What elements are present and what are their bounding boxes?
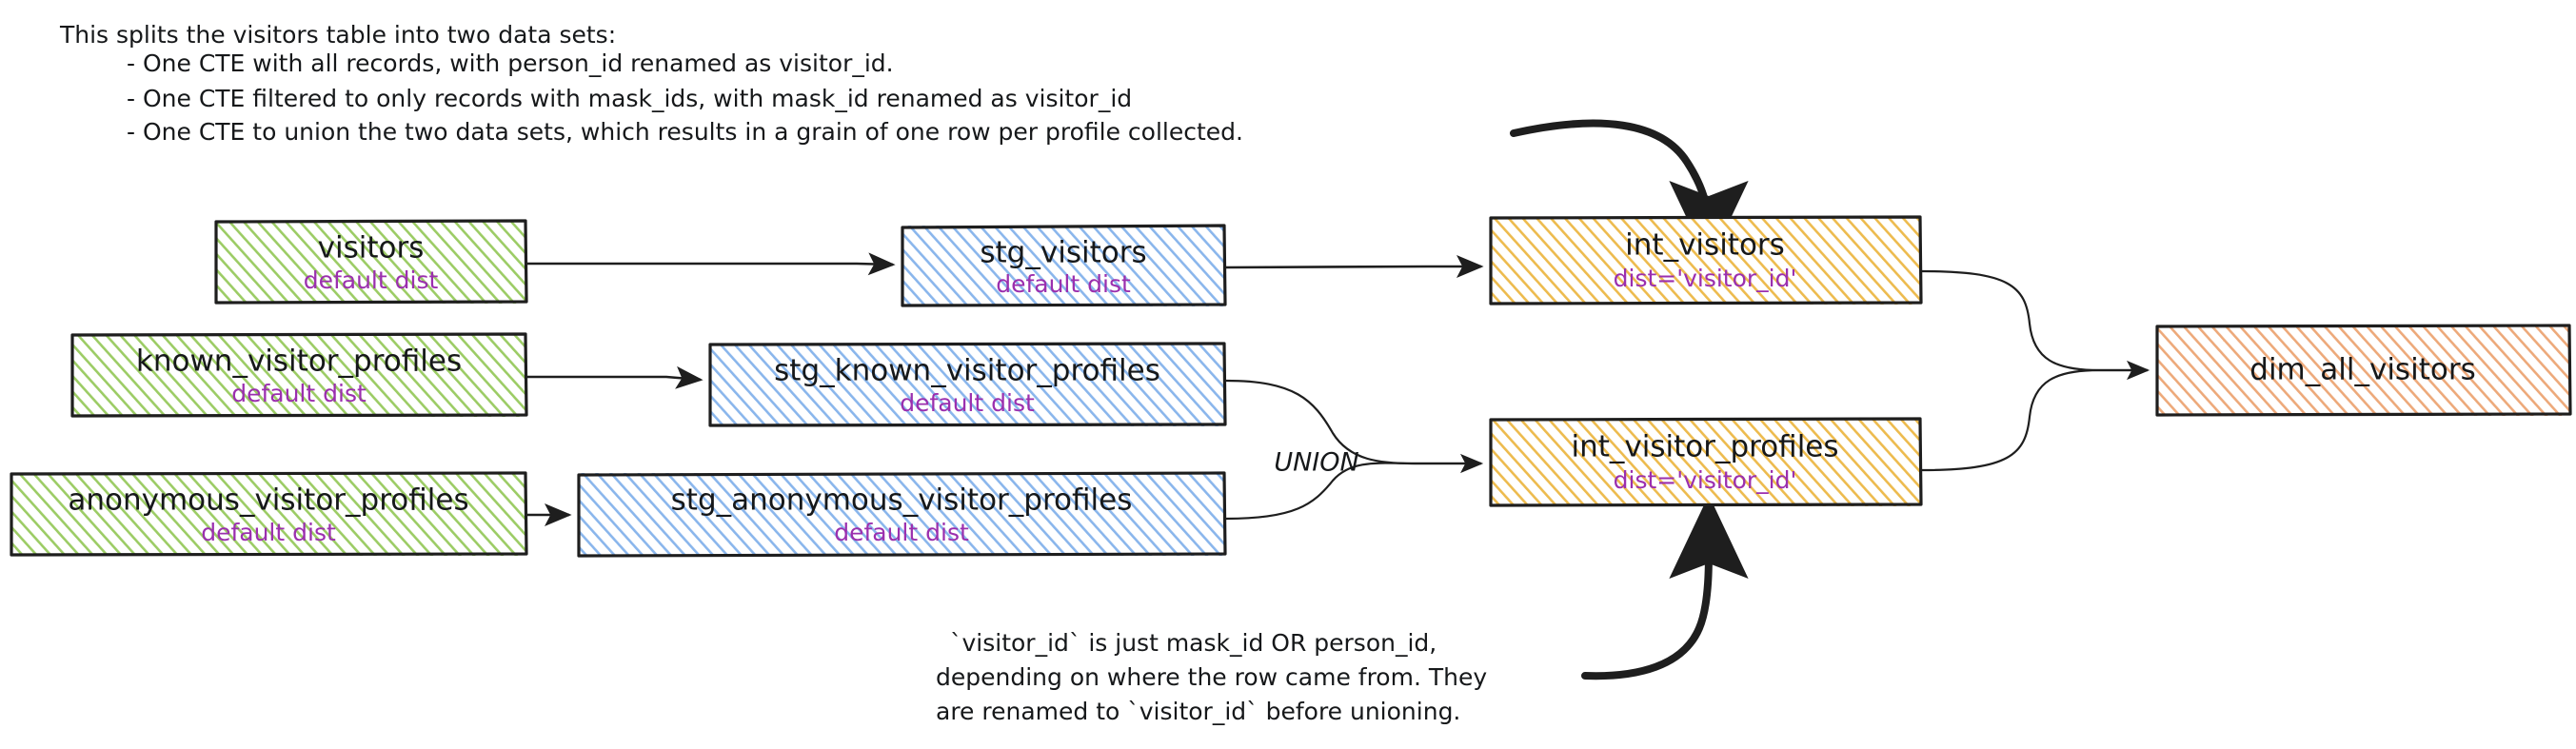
- node-visitors-title: visitors: [318, 231, 425, 266]
- node-stg-visitors-dist: default dist: [996, 270, 1131, 298]
- node-int-visitors-dist: dist='visitor_id': [1614, 265, 1797, 292]
- edge-visitors-to-stg-visitors: [527, 252, 896, 276]
- header-note: This splits the visitors table into two …: [59, 21, 1243, 146]
- edge-stg-anonymous-to-int-visitor-profiles: [1225, 462, 1481, 521]
- footer-note-line-2: depending on where the row came from. Th…: [936, 663, 1487, 691]
- node-visitors-dist: default dist: [304, 266, 439, 294]
- footer-note-line-3: are renamed to `visitor_id` before union…: [936, 698, 1460, 725]
- node-int-visitor-profiles-dist: dist='visitor_id': [1614, 466, 1797, 494]
- node-int-visitor-profiles-title: int_visitor_profiles: [1571, 430, 1838, 464]
- footer-note-line-1: `visitor_id` is just mask_id OR person_i…: [950, 629, 1437, 657]
- node-stg-known-visitor-profiles-title: stg_known_visitor_profiles: [774, 354, 1160, 388]
- header-note-line-2: - One CTE with all records, with person_…: [127, 49, 894, 77]
- annotation-pointer-header: [1510, 119, 1749, 265]
- node-known-visitor-profiles-title: known_visitor_profiles: [136, 345, 462, 379]
- node-anonymous-visitor-profiles[interactable]: anonymous_visitor_profiles default dist: [10, 471, 528, 557]
- node-dim-all-visitors[interactable]: dim_all_visitors: [2155, 324, 2572, 417]
- annotation-pointer-footer: [1581, 495, 1749, 680]
- edge-known-to-stg-known: [527, 365, 703, 389]
- header-note-line-1: This splits the visitors table into two …: [59, 21, 616, 49]
- edge-int-visitors-to-dim-all-visitors: [1921, 269, 2150, 381]
- node-stg-visitors-title: stg_visitors: [980, 236, 1146, 270]
- node-int-visitors[interactable]: int_visitors dist='visitor_id': [1489, 215, 1923, 306]
- node-stg-anonymous-visitor-profiles[interactable]: stg_anonymous_visitor_profiles default d…: [577, 471, 1227, 558]
- edge-layer: [527, 119, 2150, 680]
- node-anonymous-visitor-profiles-dist: default dist: [201, 519, 336, 546]
- node-int-visitor-profiles[interactable]: int_visitor_profiles dist='visitor_id': [1489, 417, 1923, 507]
- node-stg-known-visitor-profiles[interactable]: stg_known_visitor_profiles default dist: [708, 342, 1227, 427]
- node-visitors[interactable]: visitors default dist: [214, 219, 528, 305]
- header-note-line-3: - One CTE filtered to only records with …: [127, 85, 1132, 112]
- node-dim-all-visitors-title: dim_all_visitors: [2249, 353, 2475, 387]
- node-stg-anonymous-visitor-profiles-dist: default dist: [834, 519, 969, 546]
- edge-int-visitor-profiles-to-dim-all-visitors: [1921, 368, 2148, 472]
- node-known-visitor-profiles-dist: default dist: [231, 380, 367, 407]
- node-stg-known-visitor-profiles-dist: default dist: [900, 389, 1035, 417]
- node-known-visitor-profiles[interactable]: known_visitor_profiles default dist: [70, 332, 528, 418]
- node-anonymous-visitor-profiles-title: anonymous_visitor_profiles: [68, 483, 468, 518]
- edge-label-union: UNION: [1274, 448, 1358, 478]
- node-stg-anonymous-visitor-profiles-title: stg_anonymous_visitor_profiles: [671, 483, 1133, 518]
- header-note-line-4: - One CTE to union the two data sets, wh…: [127, 118, 1243, 146]
- node-stg-visitors[interactable]: stg_visitors default dist: [901, 224, 1227, 307]
- node-int-visitors-title: int_visitors: [1625, 228, 1785, 263]
- edge-stg-visitors-to-int-visitors: [1225, 255, 1484, 278]
- footer-note: `visitor_id` is just mask_id OR person_i…: [936, 629, 1487, 725]
